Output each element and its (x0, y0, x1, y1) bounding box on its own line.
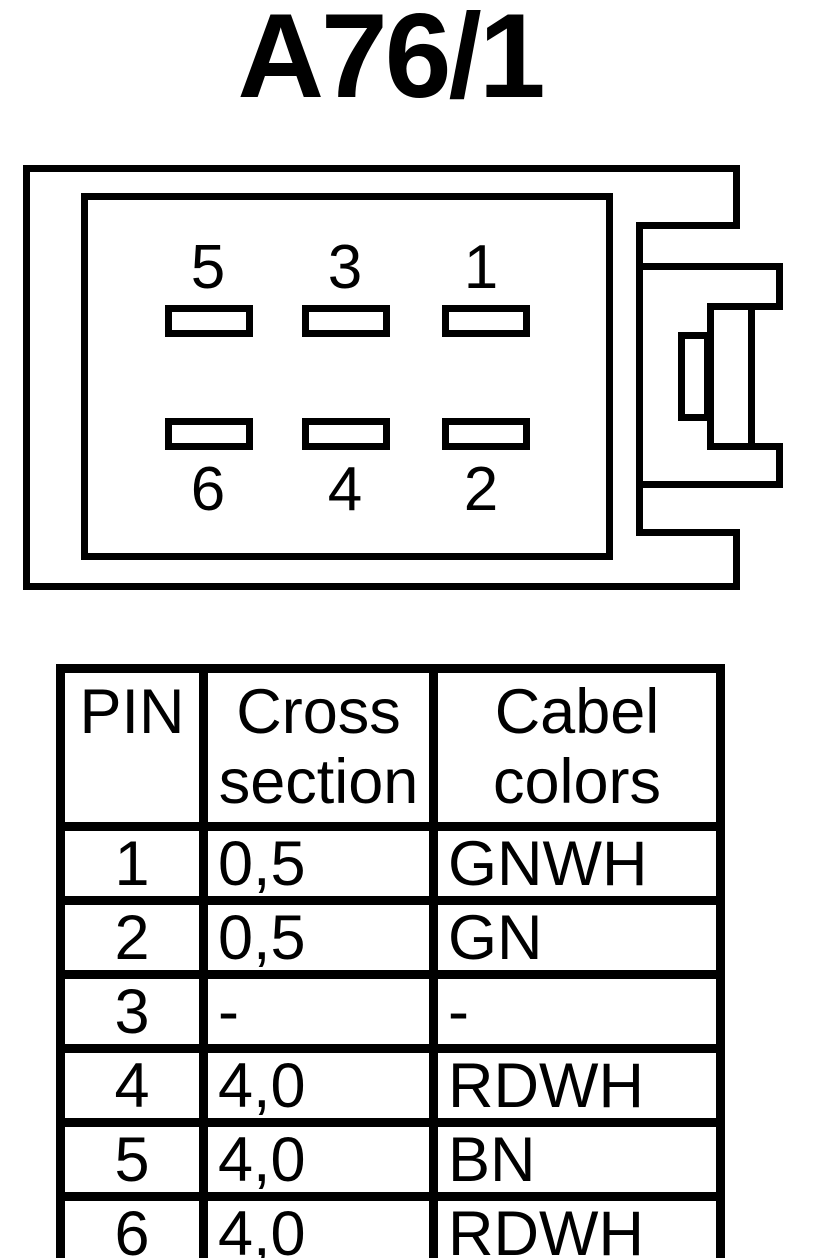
pin-label-5: 5 (191, 233, 225, 302)
cable-color-cell: - (429, 970, 725, 1053)
connector-title: A76/1 (237, 0, 545, 123)
table-row: 1 0,5 GNWH (56, 822, 725, 905)
cable-color-cell: RDWH (429, 1192, 725, 1258)
pin-label-1: 1 (464, 233, 498, 302)
table-row: 2 0,5 GN (56, 896, 725, 979)
table-header-row: PIN Cross section Cabel colors (56, 664, 725, 831)
latch-small-tab (678, 332, 711, 421)
cross-section-cell: 0,5 (199, 896, 438, 979)
table-row: 4 4,0 RDWH (56, 1044, 725, 1127)
pin-slot-1 (442, 305, 530, 337)
pin-cell: 4 (56, 1044, 208, 1127)
cable-color-cell: RDWH (429, 1044, 725, 1127)
header-cross-section: Cross section (199, 664, 438, 831)
table-row: 6 4,0 RDWH (56, 1192, 725, 1258)
pin-table: PIN Cross section Cabel colors 1 0,5 GNW… (56, 664, 725, 1258)
cross-section-cell: - (199, 970, 438, 1053)
cable-color-cell: GN (429, 896, 725, 979)
table-row: 3 - - (56, 970, 725, 1053)
latch-center-bar (707, 303, 755, 450)
cross-section-cell: 4,0 (199, 1044, 438, 1127)
pin-cell: 1 (56, 822, 208, 905)
pin-slot-4 (302, 418, 390, 450)
connector-body-outline (23, 165, 740, 590)
pin-label-3: 3 (328, 233, 362, 302)
header-cable-colors: Cabel colors (429, 664, 725, 831)
cable-color-cell: BN (429, 1118, 725, 1201)
cross-section-cell: 0,5 (199, 822, 438, 905)
table-row: 5 4,0 BN (56, 1118, 725, 1201)
cable-color-cell: GNWH (429, 822, 725, 905)
cross-section-cell: 4,0 (199, 1192, 438, 1258)
header-pin: PIN (56, 664, 208, 831)
pin-slot-2 (442, 418, 530, 450)
pin-cell: 5 (56, 1118, 208, 1201)
pin-label-4: 4 (328, 455, 362, 524)
cross-section-cell: 4,0 (199, 1118, 438, 1201)
pin-cell: 6 (56, 1192, 208, 1258)
connector-diagram: 5 3 1 6 4 2 (23, 165, 783, 590)
pin-cell: 3 (56, 970, 208, 1053)
pin-slot-3 (302, 305, 390, 337)
pin-slot-6 (165, 418, 253, 450)
pin-label-2: 2 (464, 455, 498, 524)
pin-cell: 2 (56, 896, 208, 979)
pin-label-6: 6 (191, 455, 225, 524)
pin-field-outline (81, 193, 613, 560)
pin-slot-5 (165, 305, 253, 337)
